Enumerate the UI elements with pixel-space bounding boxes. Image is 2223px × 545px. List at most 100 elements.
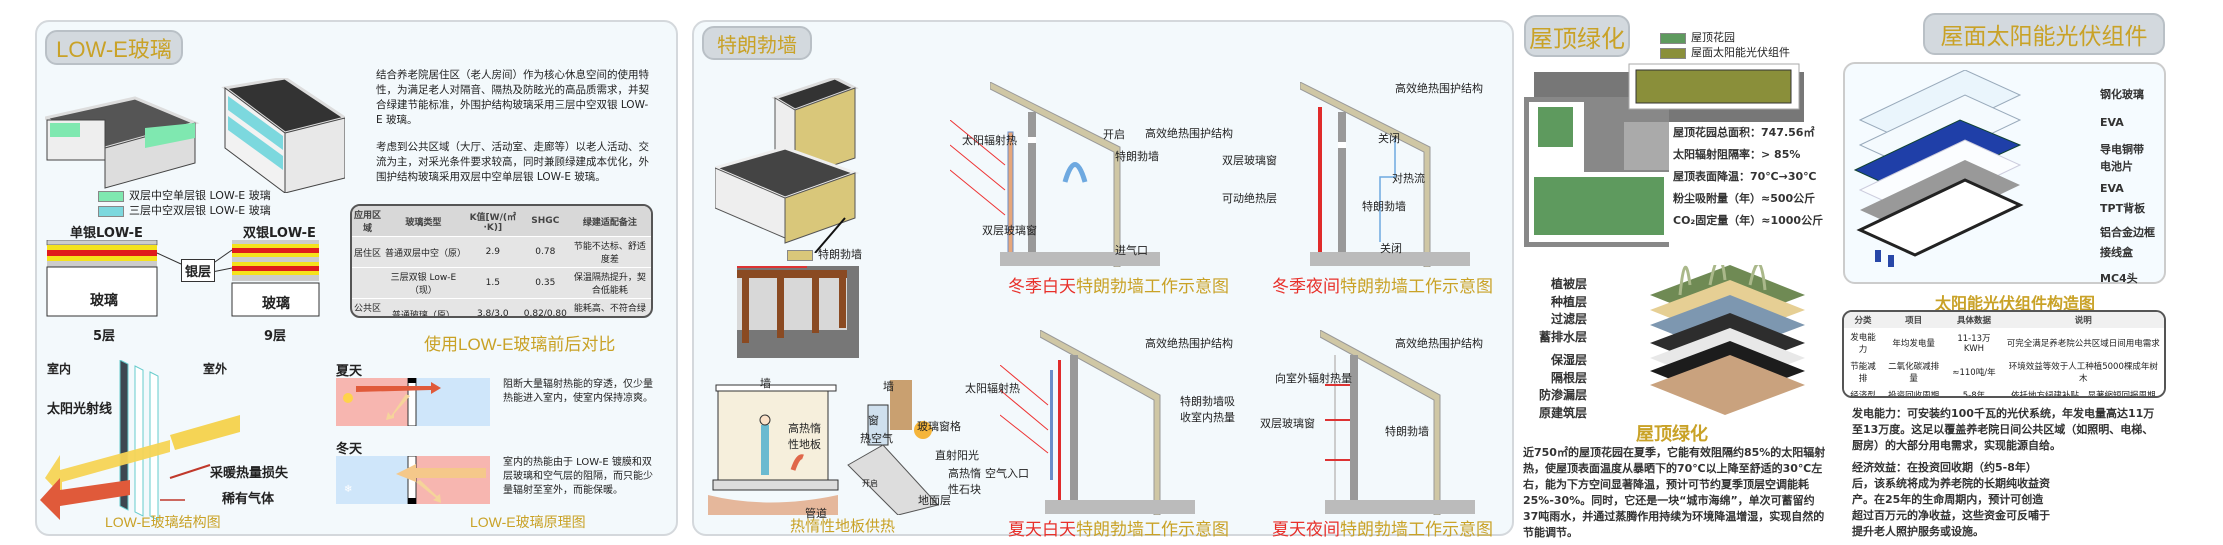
floor-heating-caption: 热惰性地板供热 [790,518,896,535]
winter-day-trombe-diagram [990,82,1160,267]
table-cell: 0.82/0.80 [521,298,569,316]
table-header: K值[W/(㎡·K)] [463,206,522,237]
rare-gas-label: 稀有气体 [222,492,275,507]
single-layer-count: 5层 [93,329,116,344]
table-cell: 0.35 [521,267,569,299]
list-item: 铝合金边框 [2100,226,2155,239]
winter-description: 室内的热能由于 LOW-E 镀膜和双层玻璃和空气层的阻隔，而只能少量辐射至室外，… [503,457,653,496]
summer-day-trombe-diagram [1040,330,1195,515]
table-cell: 居住区 [352,236,384,268]
list-item: EVA [2100,182,2124,195]
table-cell: 2.9 [463,236,522,268]
lowe-legend-triple: 三层中空双层银 LOW-E 玻璃 [98,202,271,218]
table-cell: 三层双银 Low-E（现） [383,267,464,299]
indoor-label: 室内 [47,362,72,376]
silver-layer-label: 银层 [181,259,216,282]
winter-night-wall-label: 特朗勃墙 [1362,200,1406,213]
caption-title: 特朗勃墙工作示意图 [1076,520,1229,539]
floor-pipe-label: 管道 [805,507,827,520]
caption-title: 特朗勃墙工作示意图 [1076,277,1229,296]
legend-swatch-pv [1660,47,1686,59]
legend-label: 屋面太阳能光伏组件 [1691,46,1790,59]
list-item: 种植层 [1550,294,1587,309]
winter-day-radiation-arrows [950,120,1006,216]
floor-stone-label: 高热惰 性石块 [948,467,981,496]
lowe-paragraph-1: 结合养老院居住区（老人房间）作为核心休息空间的使用特性，为满足老人对隔音、隔热及… [376,69,649,126]
caption-title: 特朗勃墙工作示意图 [1340,520,1493,539]
lowe-glass-structure-illustration [40,360,240,520]
winter-night-close-bottom-label: 关闭 [1380,242,1402,255]
table-cell: 依托地方绿建补贴，显著缩短回报周期 [2002,386,2164,396]
table-header-row: 分类 项目 具体数据 说明 [1844,312,2164,329]
summer-day-absorb-label: 特朗勃墙吸 收室内热量 [1180,395,1235,424]
winter-night-convection-label: 对热流 [1392,172,1425,185]
winter-principle-diagram: ❄ [336,456,490,504]
list-item: CO₂固定量（年）≈1000公斤 [1673,214,1824,227]
floor-ground-label: 地面层 [918,494,951,507]
list-item: 防渗漏层 [1538,388,1587,402]
caption-season: 冬季夜间 [1272,277,1340,296]
legend-swatch-single [98,190,124,202]
list-item: EVA [2100,116,2124,129]
pv-description-1: 发电能力：可安装约100千瓦的光伏系统，年发电量高达11万至13万度。这足以覆盖… [1852,407,2155,452]
summer-night-wall-label: 特朗勃墙 [1385,425,1429,438]
table-header: 玻璃类型 [383,206,464,237]
summer-description: 阻断大量辐射热能的穿透，仅少量热能进入室内，使室内保持凉爽。 [503,379,653,404]
table-header: 说明 [2002,312,2164,329]
list-item: 导电铜带 [2100,143,2144,157]
list-item: 电池片 [2100,160,2133,173]
summer-day-inlet-label: 空气入口 [985,467,1029,480]
pv-caption: 太阳能光伏组件构造图 [1935,296,2096,313]
winter-label: 冬天 [336,442,363,457]
building-trombe-illustration [715,78,860,253]
table-header: 具体数据 [1945,312,2003,329]
table-cell: 能耗高、不符合绿建标准 [568,298,651,316]
list-item: 蓄排水层 [1538,329,1587,344]
summer-night-radiate-label: 向室外辐射热量 [1275,372,1352,385]
summer-day-radiation-label: 太阳辐射热 [965,382,1020,395]
table-header: 应用区域 [352,206,384,237]
trombe-legend: 特朗勃墙 [787,246,862,262]
list-item: TPT背板 [2100,202,2146,215]
summer-night-window-label: 双层玻璃窗 [1260,417,1315,430]
roof-description: 近750㎡的屋顶花园在夏季，它能有效阻隔约85%的太阳辐射热，使屋顶表面温度从暴… [1523,446,1826,539]
table-cell: 5-8年 [1945,386,2003,396]
winter-day-open-label: 开启 [1103,128,1125,141]
table-cell: 节能不达标、舒适度差 [568,236,651,268]
building-lowe-illustration [45,78,345,193]
table-cell [352,267,384,299]
sunlight-label: 太阳光射线 [47,402,113,417]
glass-label-single: 玻璃 [90,293,118,309]
lowe-section-title: LOW-E玻璃 [45,30,183,65]
list-item: 接线盒 [2100,246,2133,260]
legend-label: 三层中空双层银 LOW-E 玻璃 [129,204,271,217]
silver-layer-diagram [46,240,320,317]
legend-label: 屋顶花园 [1691,31,1735,44]
table-row: 节能减排二氧化碳减排量≈110吨/年环境效益等效于人工种植5000棵成年树木 [1844,357,2164,387]
winter-day-envelope-label: 高效绝热围护结构 [1145,127,1233,140]
thermal-floor-illustration [708,380,939,515]
lowe-legend-single: 双层中空单层银 LOW-E 玻璃 [98,187,271,203]
green-roof-layers-illustration [1650,265,1805,415]
table-cell: 11-13万KWH [1945,328,2003,358]
roof-layer-labels: 植被层种植层过滤层蓄排水层保湿层隔根层防渗漏层原建筑层 [1527,276,1587,422]
double-silver-label: 双银LOW-E [243,226,316,241]
table-header: 分类 [1844,312,1882,329]
list-item: 原建筑层 [1538,405,1587,420]
table-cell: 节能减排 [1844,357,1882,387]
winter-day-wall-label: 特朗勃墙 [1115,150,1159,163]
list-item: 保湿层 [1550,353,1587,367]
floor-sun-label: 直射阳光 [935,449,979,462]
roof-plan [1524,63,1804,247]
summer-night-caption: 夏天夜间特朗勃墙工作示意图 [1272,515,1493,540]
table-cell: 公共区域 [352,298,384,316]
caption-season: 夏天白天 [1008,520,1076,539]
outdoor-label: 室外 [203,362,228,376]
double-layer-count: 9层 [264,329,287,344]
single-silver-label: 单银LOW-E [70,226,143,241]
